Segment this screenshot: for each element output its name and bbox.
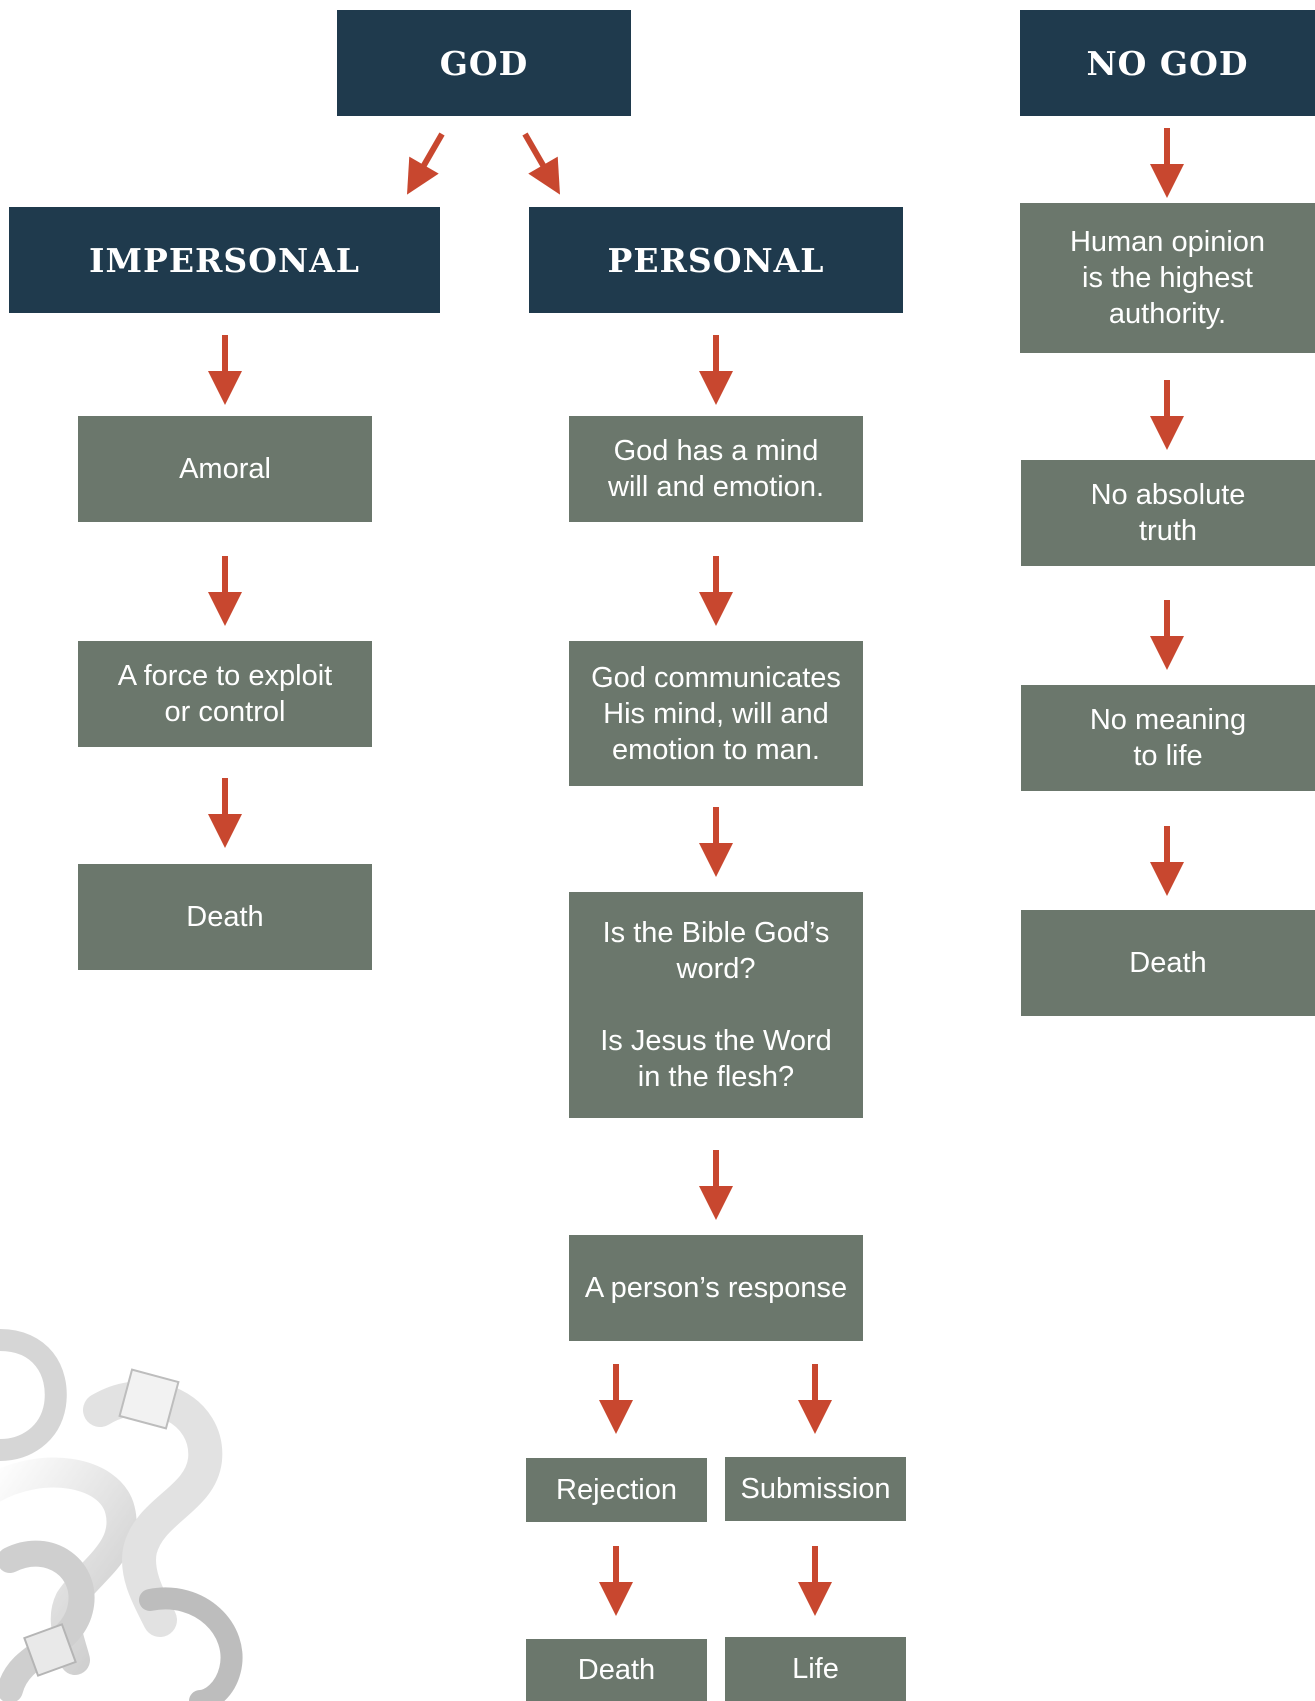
arrow-down-icon <box>1150 826 1184 896</box>
impersonal-step-amoral: Amoral <box>78 416 372 522</box>
personal-step-response: A person’s response <box>569 1235 863 1341</box>
impersonal-step-death: Death <box>78 864 372 970</box>
arrow-down-icon <box>599 1364 633 1434</box>
outcome-submission-life: Life <box>725 1637 906 1701</box>
arrow-down-icon <box>208 778 242 848</box>
no-god-step-truth: No absolute truth <box>1021 460 1315 566</box>
personal-box: PERSONAL <box>529 207 903 313</box>
arrow-down-icon <box>1150 128 1184 198</box>
no-god-step-meaning: No meaning to life <box>1021 685 1315 791</box>
arrow-down-icon <box>208 556 242 626</box>
arrow-down-icon <box>599 1546 633 1616</box>
no-god-box: NO GOD <box>1020 10 1315 116</box>
arrow-god-to-personal-icon <box>510 125 575 204</box>
arrow-down-icon <box>699 556 733 626</box>
arrow-down-icon <box>699 1150 733 1220</box>
outcome-submission: Submission <box>725 1457 906 1521</box>
personal-step-communicates: God communicates His mind, will and emot… <box>569 641 863 786</box>
impersonal-step-force: A force to exploit or control <box>78 641 372 747</box>
personal-step-questions: Is the Bible God’s word? Is Jesus the Wo… <box>569 892 863 1118</box>
personal-step-mind: God has a mind will and emotion. <box>569 416 863 522</box>
no-god-step-death: Death <box>1021 910 1315 1016</box>
arrow-down-icon <box>1150 380 1184 450</box>
outcome-rejection: Rejection <box>526 1458 707 1522</box>
arrow-down-icon <box>798 1546 832 1616</box>
arrow-down-icon <box>208 335 242 405</box>
question-marks-decoration-icon <box>0 1329 243 1701</box>
god-box: GOD <box>337 10 631 116</box>
arrow-down-icon <box>699 807 733 877</box>
arrow-god-to-impersonal-icon <box>392 125 457 204</box>
arrow-down-icon <box>798 1364 832 1434</box>
impersonal-box: IMPERSONAL <box>9 207 440 313</box>
outcome-rejection-death: Death <box>526 1639 707 1701</box>
arrow-down-icon <box>1150 600 1184 670</box>
no-god-step-opinion: Human opinion is the highest authority. <box>1020 203 1315 353</box>
arrow-down-icon <box>699 335 733 405</box>
